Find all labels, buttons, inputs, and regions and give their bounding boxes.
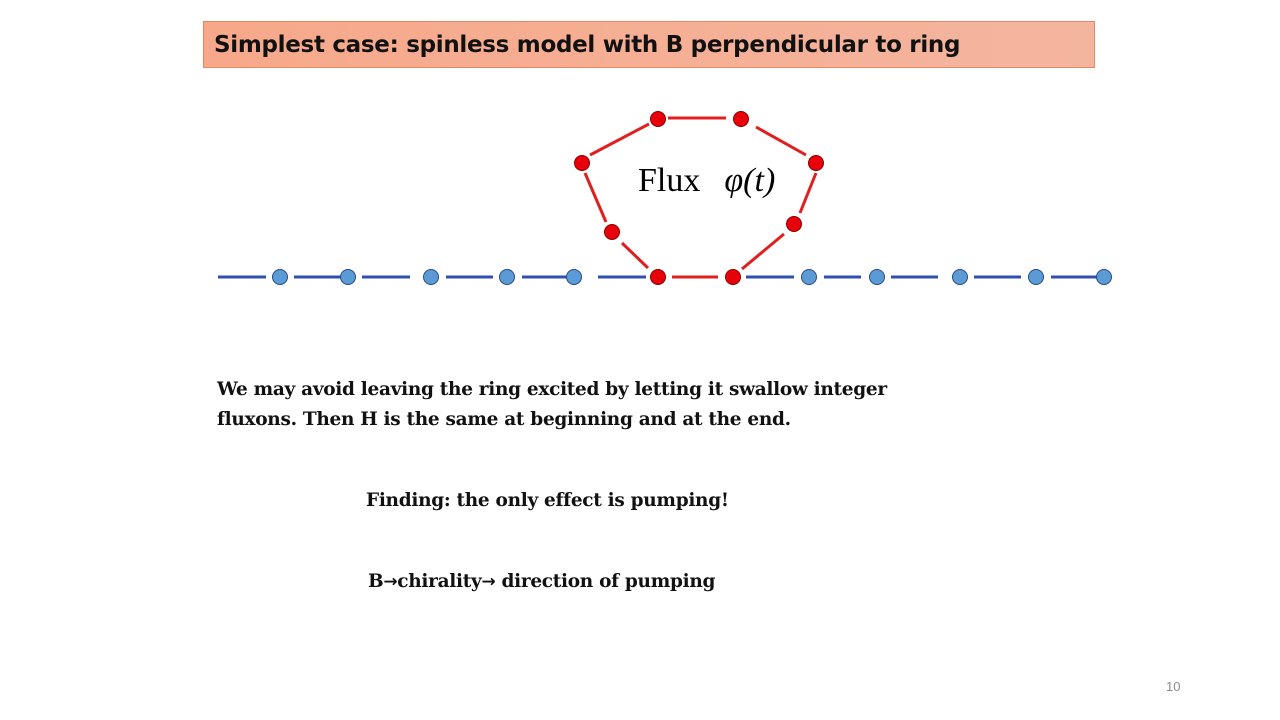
ring-site — [650, 269, 666, 285]
explanation-line-1: We may avoid leaving the ring excited by… — [217, 379, 887, 400]
ring-bond — [589, 122, 650, 157]
explanation-line-2: fluxons. Then H is the same at beginning… — [217, 409, 791, 430]
ring-site — [808, 155, 824, 171]
chain-site — [423, 269, 439, 285]
direction-of-pumping: direction of pumping — [495, 571, 716, 592]
chain-sites — [272, 269, 1112, 285]
page-number: 10 — [1166, 679, 1181, 694]
chain-site — [499, 269, 515, 285]
title-banner: Simplest case: spinless model with B per… — [203, 21, 1095, 68]
chirality-text: B→chirality→ direction of pumping — [368, 571, 715, 592]
ring-bonds — [583, 116, 818, 279]
chirality-b: B — [368, 571, 384, 592]
ring-sites — [574, 111, 824, 285]
finding-text: Finding: the only effect is pumping! — [366, 490, 729, 511]
ring-bond — [741, 232, 785, 271]
chirality-word: chirality — [397, 571, 482, 592]
ring-site — [725, 269, 741, 285]
ring-site — [733, 111, 749, 127]
arrow-right-icon: → — [481, 572, 496, 592]
ring-bond — [798, 172, 818, 214]
chain-site — [1028, 269, 1044, 285]
chain-site — [1096, 269, 1112, 285]
flux-word: Flux — [638, 162, 701, 199]
ring-bond — [620, 241, 650, 270]
chain-site — [952, 269, 968, 285]
flux-symbol: φ(t) — [724, 162, 776, 199]
ring-bond — [755, 125, 807, 157]
chain-site — [272, 269, 288, 285]
chain-site — [801, 269, 817, 285]
ring-site — [574, 155, 590, 171]
ring-site — [786, 216, 802, 232]
chain-site — [340, 269, 356, 285]
chain-site — [869, 269, 885, 285]
chain-site — [566, 269, 582, 285]
slide-title: Simplest case: spinless model with B per… — [214, 31, 961, 58]
flux-label: Flux φ(t) — [638, 162, 775, 200]
ring-bond — [583, 172, 608, 223]
arrow-right-icon: → — [383, 572, 398, 592]
explanation-paragraph: We may avoid leaving the ring excited by… — [217, 375, 887, 435]
ring-site — [604, 224, 620, 240]
ring-site — [650, 111, 666, 127]
